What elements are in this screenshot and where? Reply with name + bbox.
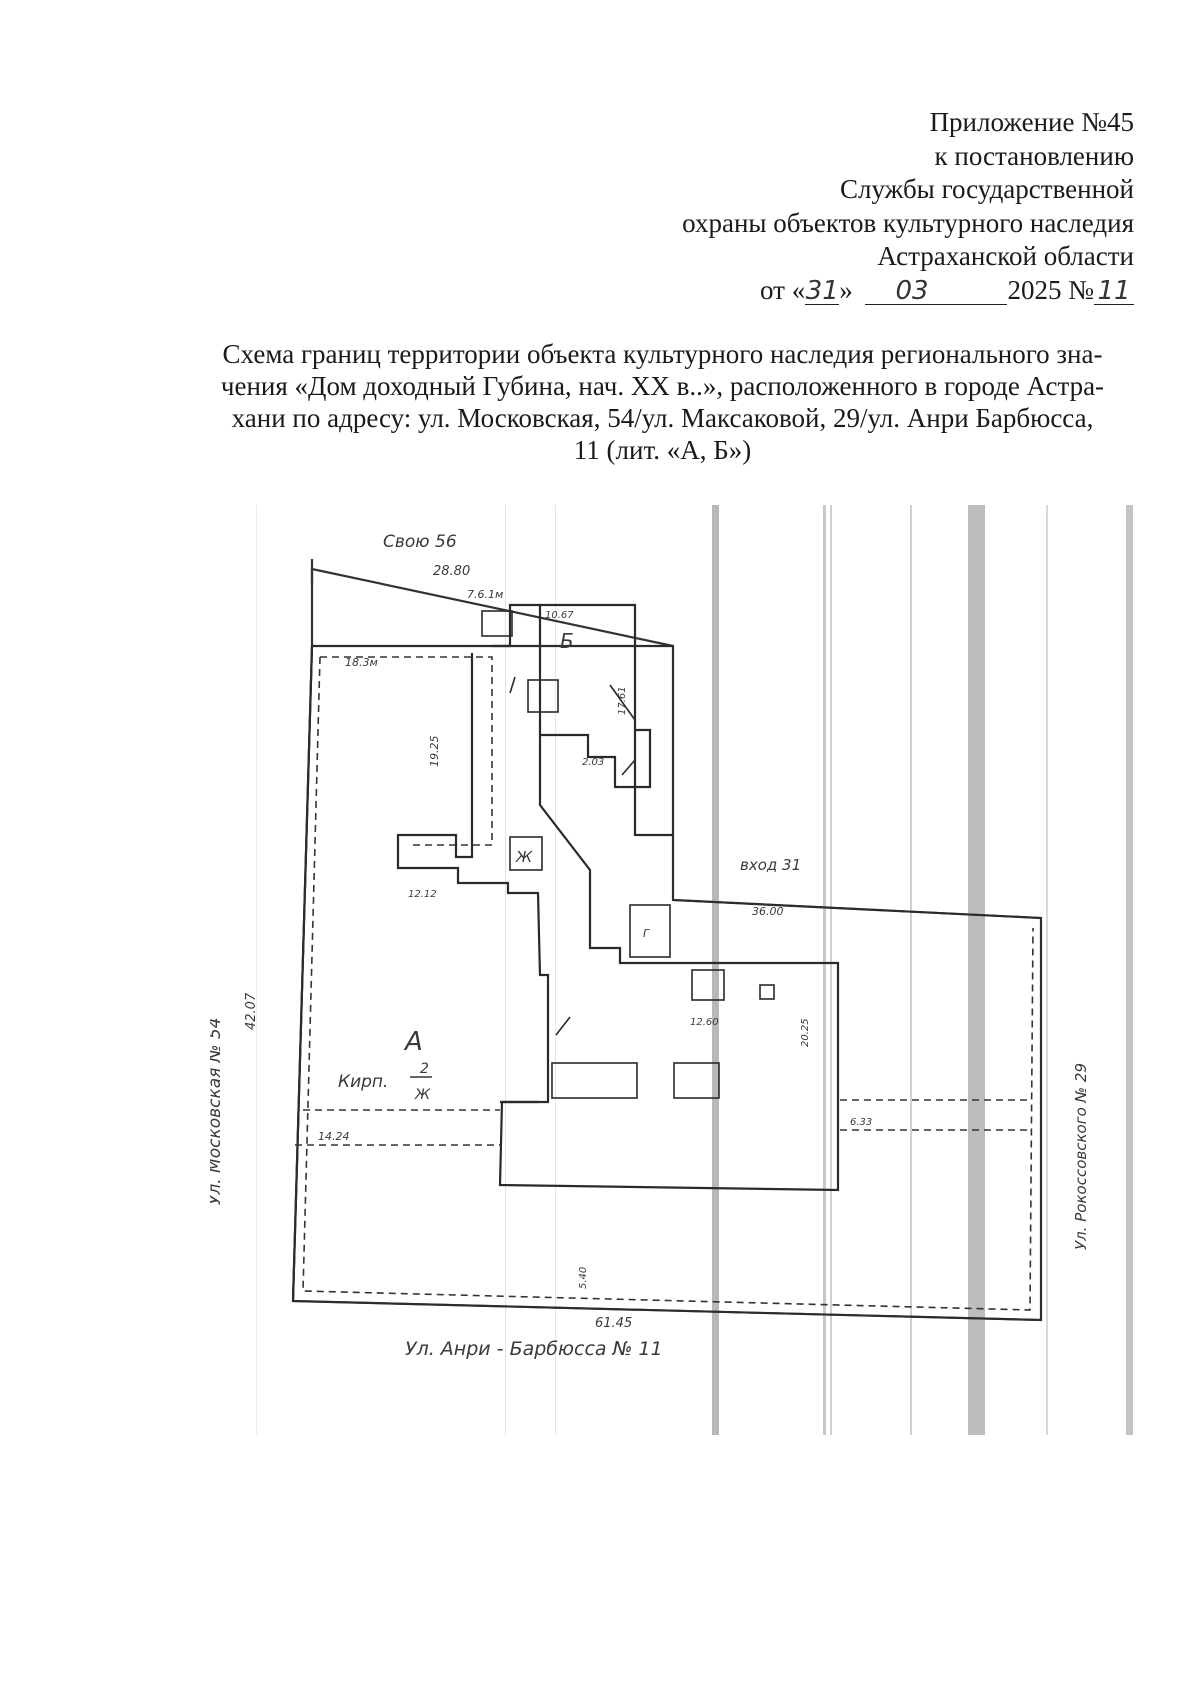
plan-dim-1424: 14.24 [318, 1130, 350, 1143]
plan-details [481, 610, 775, 1099]
plan-symbol-g: Г [643, 927, 650, 940]
plan-dim-top-mid: 10.67 [545, 610, 574, 621]
document-title: Схема границ территории объекта культурн… [195, 338, 1130, 466]
plan-top-dim: 28.80 [433, 564, 470, 579]
plan-fraction-bottom: Ж [414, 1087, 431, 1103]
date-prefix: от « [760, 274, 806, 305]
plan-top-small: 7.6.1м [467, 588, 503, 601]
plan-dim-3600: 36.00 [752, 905, 784, 918]
appendix-issuer-line1: Службы государственной [840, 174, 1134, 204]
plan-dim-2025: 20.25 [800, 1018, 811, 1047]
title-line-3: хани по адресу: ул. Московская, 54/ул. М… [231, 403, 1094, 433]
plan-dim-top-left: 18.3м [345, 656, 378, 669]
plan-neighbor-label: вход 31 [740, 856, 801, 874]
plan-bottom-dim: 61.45 [595, 1316, 632, 1331]
appendix-header: Приложение №45 к постановлению Службы го… [682, 106, 1134, 307]
site-plan-drawing: Свою 56 28.80 7.6.1м 18.3м 10.67 Б 19.25… [210, 505, 1133, 1435]
plan-dim-6330: 6.33 [850, 1117, 872, 1128]
plan-symbol-zh: Ж [515, 848, 533, 866]
appendix-number: Приложение №45 [929, 107, 1134, 137]
site-plan: Свою 56 28.80 7.6.1м 18.3м 10.67 Б 19.25… [210, 505, 1140, 1435]
date-month: 03 [895, 275, 929, 306]
date-month-field: 03 [865, 275, 1008, 306]
title-line-2: чения «Дом доходный Губина, нач. XX в..»… [220, 371, 1105, 401]
plan-letter-b: Б [560, 629, 574, 653]
plan-dim-right-top: 17.61 [617, 686, 628, 715]
plan-letter-a: А [403, 1027, 423, 1057]
date-mid: » [839, 274, 853, 305]
title-line-4: 11 (лит. «А, Б») [573, 435, 752, 465]
plan-bottom-street: Ул. Анри - Барбюсса № 11 [405, 1338, 663, 1360]
plan-right-street: Ул. Рокоссовского № 29 [1072, 1063, 1090, 1250]
plan-dim-1260: 12.60 [690, 1017, 719, 1028]
lot-boundary [291, 559, 1043, 1322]
plan-fraction-top: 2 [420, 1061, 429, 1077]
plan-dim-vertical-left: 19.25 [428, 736, 441, 768]
plan-left-dim: 42.07 [244, 992, 259, 1030]
appendix-to-resolution: к постановлению [934, 140, 1134, 171]
territory-boundary [295, 656, 1034, 1311]
building-a [396, 603, 840, 1192]
plan-dim-1212: 12.12 [408, 889, 437, 900]
title-line-1: Схема границ территории объекта культурн… [222, 339, 1103, 369]
plan-dim-540: 5.40 [578, 1267, 589, 1289]
plan-top-label: Свою 56 [383, 532, 457, 552]
appendix-issuer-line3: Астраханской области [877, 241, 1134, 271]
doc-number: 11 [1097, 275, 1131, 306]
date-day: 31 [805, 275, 839, 306]
plan-left-street: Ул. Московская № 54 [210, 1017, 225, 1205]
date-year: 2025 № [1007, 274, 1094, 305]
appendix-issuer-line2: охраны объектов культурного наследия [682, 207, 1134, 238]
plan-kirp-label: Кирп. [338, 1072, 388, 1092]
building-b [540, 603, 673, 837]
date-day-field: 31 [805, 275, 840, 306]
doc-number-field: 11 [1094, 277, 1134, 305]
plan-dim-203: 2.03 [582, 757, 604, 768]
